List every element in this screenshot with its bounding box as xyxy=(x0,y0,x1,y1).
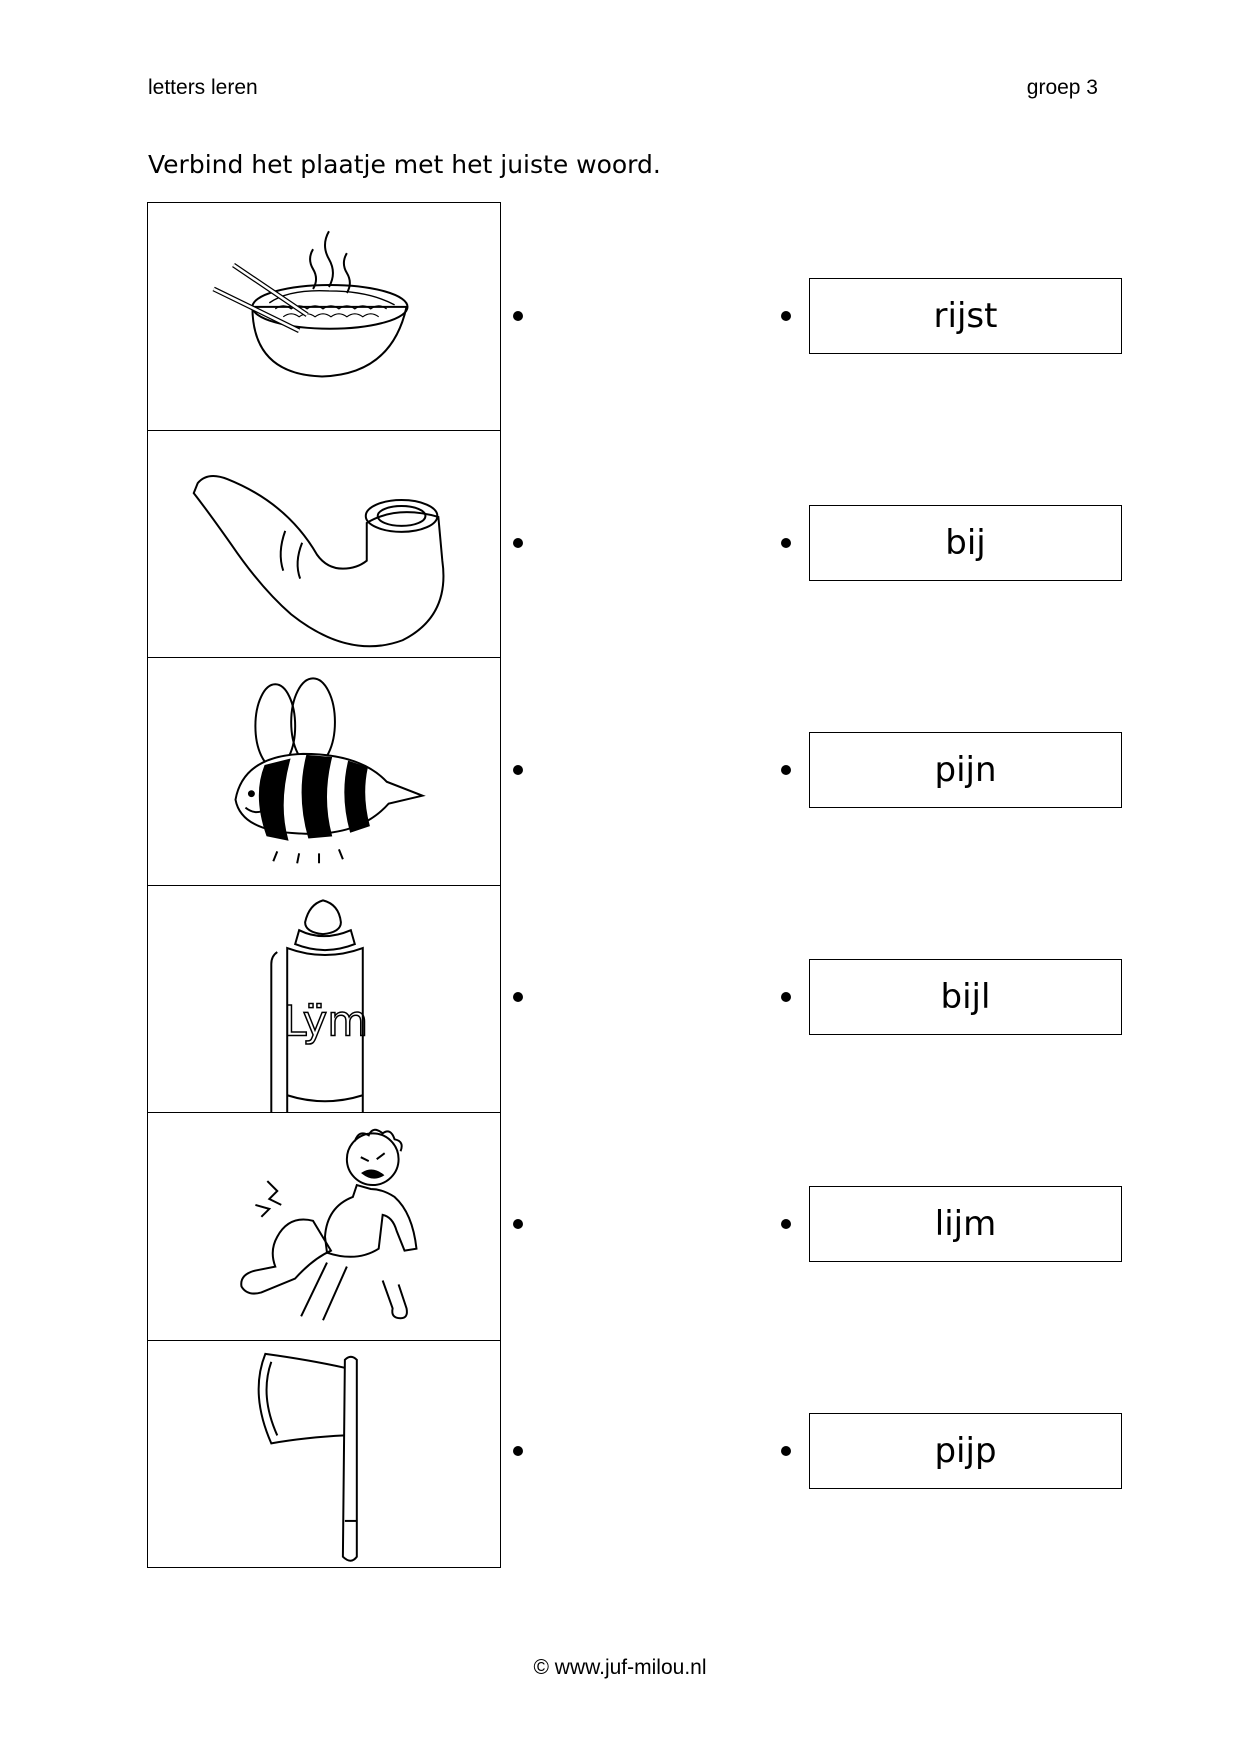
right-connect-dot[interactable] xyxy=(781,992,791,1002)
left-connect-dot[interactable] xyxy=(513,1446,523,1456)
glue-bottle-icon: Lÿm xyxy=(270,899,369,1113)
copyright-footer: © www.juf-milou.nl xyxy=(533,1656,707,1679)
right-connect-dot[interactable] xyxy=(781,1219,791,1229)
word-box-bijl[interactable]: bijl xyxy=(809,959,1122,1035)
word-box-rijst[interactable]: rijst xyxy=(809,278,1122,354)
left-connect-dot[interactable] xyxy=(513,538,523,548)
left-connect-dot[interactable] xyxy=(513,1219,523,1229)
word-box-lijm[interactable]: lijm xyxy=(809,1186,1122,1262)
picture-cell-bee xyxy=(148,658,500,886)
rice-bowl-icon xyxy=(212,230,409,378)
bee-icon xyxy=(234,677,426,864)
picture-cell-axe xyxy=(148,1341,500,1569)
left-connect-dot[interactable] xyxy=(513,992,523,1002)
right-connect-dot[interactable] xyxy=(781,1446,791,1456)
right-connect-dot[interactable] xyxy=(781,765,791,775)
picture-cell-pipe xyxy=(148,431,500,659)
boy-in-pain-icon xyxy=(240,1129,418,1322)
word-box-pijn[interactable]: pijn xyxy=(809,732,1122,808)
right-connect-dot[interactable] xyxy=(781,311,791,321)
left-connect-dot[interactable] xyxy=(513,311,523,321)
picture-cell-rice xyxy=(148,203,500,431)
picture-column: Lÿm xyxy=(147,202,501,1568)
word-box-bij[interactable]: bij xyxy=(809,505,1122,581)
svg-text:Lÿm: Lÿm xyxy=(283,996,368,1045)
word-box-pijp[interactable]: pijp xyxy=(809,1413,1122,1489)
picture-cell-pain xyxy=(148,1113,500,1341)
left-connect-dot[interactable] xyxy=(513,765,523,775)
instruction-text: Verbind het plaatje met het juiste woord… xyxy=(148,150,661,179)
right-connect-dot[interactable] xyxy=(781,538,791,548)
axe-icon xyxy=(257,1352,358,1562)
header-subject: letters leren xyxy=(148,76,258,99)
pipe-icon xyxy=(192,474,445,647)
header-grade: groep 3 xyxy=(1026,76,1098,99)
picture-cell-glue: Lÿm xyxy=(148,886,500,1114)
